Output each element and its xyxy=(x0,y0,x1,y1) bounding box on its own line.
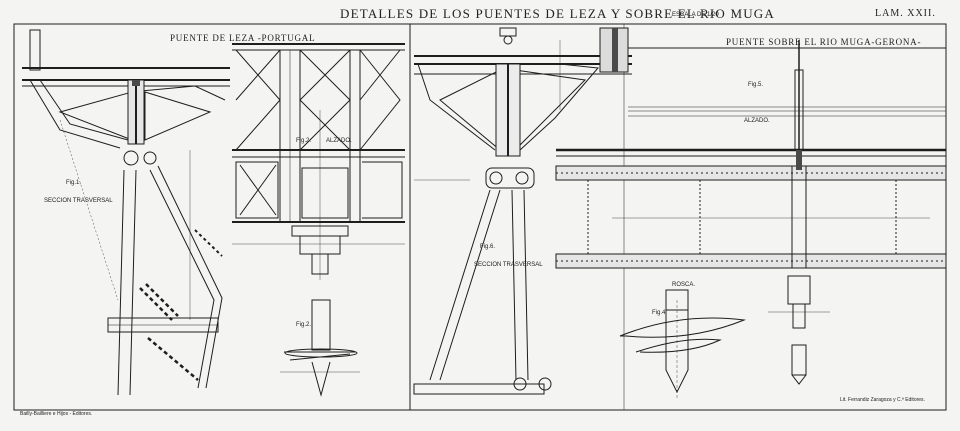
rosca-label: ROSCA. xyxy=(672,282,696,288)
sheet-border xyxy=(13,23,947,411)
dark-fills xyxy=(132,28,802,170)
fig5-elevation-lines xyxy=(555,40,947,385)
scale-note: ESCALA DE 1/20 xyxy=(672,12,719,18)
fig5-label: Fig.5. xyxy=(748,82,764,88)
leza-heading: PUENTE DE LEZA -PORTUGAL xyxy=(170,33,316,43)
fig2-bottom-label: Fig.2. xyxy=(296,322,312,328)
fig6-caption: SECCION TRASVERSAL xyxy=(474,262,543,268)
fig6-label: Fig.6. xyxy=(480,244,496,250)
fig5-caption: ALZADO. xyxy=(744,118,770,124)
fig1-caption: SECCION TRASVERSAL xyxy=(44,198,113,204)
sheet-title: DETALLES DE LOS PUENTES DE LEZA Y SOBRE … xyxy=(340,6,775,21)
fig4-label: Fig.4. xyxy=(652,310,668,316)
plate-number: LAM. XXII. xyxy=(875,8,936,19)
fig2-top-label: Fig.2. xyxy=(296,138,312,144)
muga-heading: PUENTE SOBRE EL RIO MUGA-GERONA- xyxy=(726,37,922,47)
fig1-section-lines xyxy=(22,29,230,396)
fig2-caption: ALZADO. xyxy=(326,138,352,144)
fig1-label: Fig.1. xyxy=(66,180,82,186)
fig2-elevation-lines xyxy=(232,43,405,397)
footer-lithographer: Lit. Ferrandiz Zaragoza y C.ª Editores. xyxy=(840,397,925,403)
rosca-screw-lines xyxy=(619,289,746,400)
footer-publisher: Bailly-Bailliere e Hijos - Editores. xyxy=(20,411,93,417)
fig6-section-lines xyxy=(413,27,632,395)
